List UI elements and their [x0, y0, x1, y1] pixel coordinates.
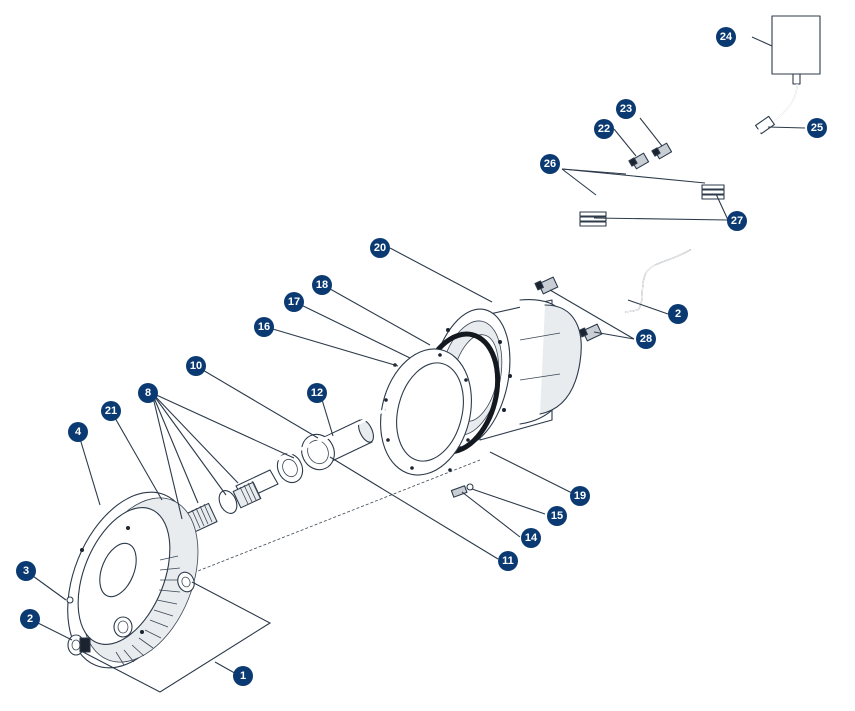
callout-label: 23	[620, 103, 632, 115]
part-washer-1	[177, 571, 195, 593]
part-flange	[380, 348, 472, 476]
callout-14: 14	[521, 528, 541, 548]
callout-28: 28	[636, 329, 656, 349]
callout-label: 3	[23, 565, 29, 577]
callout-22: 22	[594, 119, 614, 139]
part-plug-2	[67, 634, 91, 656]
callout-label: 8	[145, 387, 151, 399]
part-faceplate	[67, 491, 199, 669]
part-fitting-22	[628, 152, 650, 170]
callout-21: 21	[101, 401, 121, 421]
callout-23: 23	[616, 99, 636, 119]
callout-2-left: 2	[20, 609, 40, 629]
callout-label: 28	[640, 333, 652, 345]
part-control-box	[771, 15, 821, 85]
part-screw-14	[450, 483, 474, 498]
part-cable	[625, 83, 798, 313]
callout-4: 4	[68, 422, 88, 442]
callout-label: 11	[502, 555, 514, 567]
callout-27: 27	[727, 211, 747, 231]
callout-11: 11	[498, 551, 518, 571]
callout-20: 20	[370, 238, 390, 258]
callout-label: 14	[525, 532, 538, 544]
callout-label: 10	[190, 360, 202, 372]
callout-label: 19	[574, 490, 586, 502]
callout-18: 18	[312, 275, 332, 295]
part-fitting-28a	[534, 276, 559, 295]
callout-2-right: 2	[668, 304, 688, 324]
part-hose	[571, 171, 629, 275]
part-screw-3	[66, 596, 74, 604]
part-nut-8a	[276, 452, 304, 484]
callout-label: 27	[731, 215, 743, 227]
part-fitting-28b	[578, 323, 603, 342]
callout-label: 21	[105, 405, 117, 417]
callout-label: 15	[551, 510, 563, 522]
part-fitting-23	[651, 142, 673, 160]
callout-label: 26	[544, 158, 556, 170]
callout-17: 17	[284, 292, 304, 312]
callout-26: 26	[540, 154, 560, 174]
callout-label: 16	[258, 321, 270, 333]
callout-16: 16	[254, 317, 274, 337]
callout-label: 2	[675, 308, 681, 320]
callout-label: 17	[288, 296, 300, 308]
callout-12: 12	[307, 383, 327, 403]
callout-label: 4	[75, 426, 82, 438]
callout-1: 1	[233, 666, 253, 686]
leader-lines	[25, 36, 806, 693]
callout-label: 24	[720, 31, 733, 43]
callout-label: 25	[811, 122, 823, 134]
callout-label: 22	[598, 123, 610, 135]
callout-19: 19	[570, 486, 590, 506]
callout-10: 10	[186, 356, 206, 376]
callout-label: 20	[374, 242, 386, 254]
callout-15: 15	[547, 506, 567, 526]
part-tube	[301, 419, 374, 471]
callout-label: 18	[316, 279, 328, 291]
callout-label: 12	[311, 387, 323, 399]
callout-8: 8	[138, 383, 158, 403]
callout-24: 24	[716, 27, 736, 47]
callout-label: 2	[27, 613, 33, 625]
callout-label: 1	[240, 670, 246, 682]
callout-3: 3	[16, 561, 36, 581]
callout-25: 25	[807, 118, 827, 138]
